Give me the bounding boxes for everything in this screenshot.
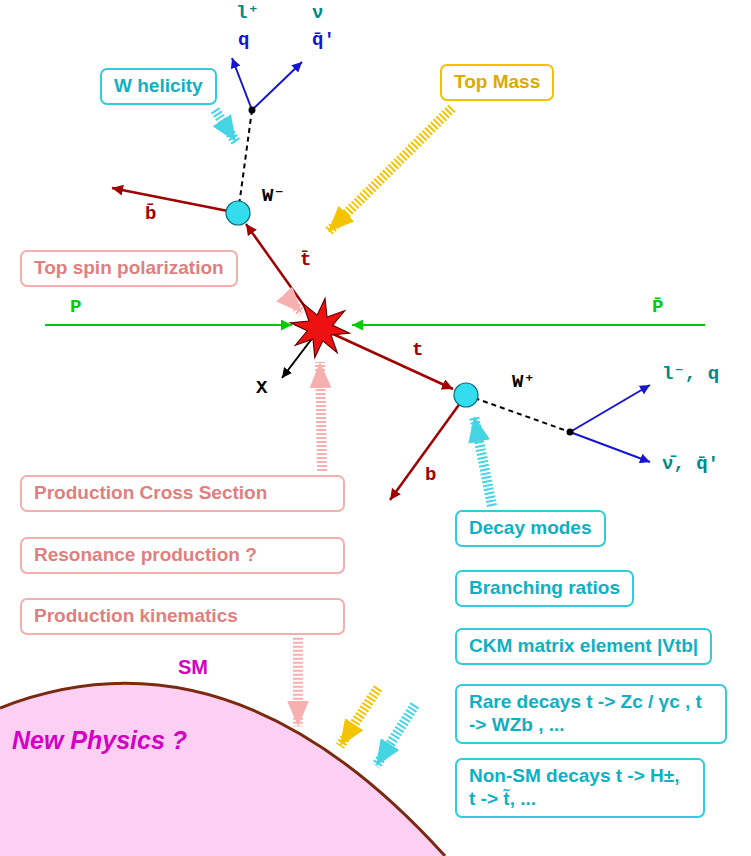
fermion-line: [570, 432, 650, 462]
measurement-box: Decay modes: [455, 510, 606, 547]
box-label: Non-SM decays t -> H±, t -> t̃, ...: [469, 765, 691, 811]
beam-line: [352, 324, 705, 326]
region-label: New Physics ?: [12, 726, 187, 755]
box-label: Top Mass: [454, 71, 540, 94]
particle-label: t̄: [300, 250, 311, 272]
particle-label: P̄: [652, 297, 663, 319]
particle-label: t: [412, 340, 423, 362]
particle-label: ν̄, q̄′: [662, 454, 719, 476]
box-label: Branching ratios: [469, 577, 620, 600]
measurement-box: Resonance production ?: [20, 537, 345, 574]
pointer-arrow: [293, 638, 303, 727]
particle-label: q: [238, 30, 249, 52]
pointer-arrow: [288, 298, 302, 313]
particle-label: l⁻, q: [662, 364, 719, 386]
box-label: Rare decays t -> Zc / γc , t -> WZb , ..…: [469, 691, 713, 737]
particle-label: W⁺: [512, 372, 535, 394]
pointer-arrow: [320, 362, 322, 471]
quark-line: [320, 328, 453, 389]
region-label: SM: [178, 656, 208, 679]
box-label: Production kinematics: [34, 605, 331, 628]
pointer-arrow: [376, 705, 415, 766]
physics-region: SM New Physics ?: [0, 648, 445, 856]
measurement-box: Production kinematics: [20, 598, 345, 635]
box-label: Decay modes: [469, 517, 592, 540]
particle-label: P: [70, 297, 81, 319]
pointer-arrow: [474, 416, 492, 506]
vertex-dot: [249, 107, 256, 114]
measurement-box: Rare decays t -> Zc / γc , t -> WZb , ..…: [455, 684, 727, 744]
collision-star: [291, 299, 350, 358]
box-label: W helicity: [114, 75, 203, 98]
w-boson-line: [466, 395, 570, 432]
w-boson-line: [238, 110, 252, 213]
particle-label: b: [425, 465, 436, 487]
sm-boundary: [0, 683, 445, 856]
fermion-line: [252, 62, 302, 110]
region-fill: [0, 683, 445, 856]
particle-label: W⁻: [262, 186, 285, 208]
box-label: CKM matrix element |Vtb|: [469, 635, 698, 658]
measurement-box: Production Cross Section: [20, 475, 345, 512]
pointer-arrow: [340, 688, 378, 746]
particle-label: X: [256, 378, 267, 400]
quark-line: [390, 395, 466, 500]
pointer-arrow: [328, 108, 452, 232]
beam-line: [45, 324, 292, 326]
pointer-arrow: [215, 110, 236, 142]
particle-label: q̄′: [312, 30, 335, 52]
fermion-line: [570, 385, 650, 432]
measurement-box: Top Mass: [440, 64, 554, 101]
particle-label: ν: [312, 3, 323, 25]
box-label: Production Cross Section: [34, 482, 331, 505]
measurement-box: CKM matrix element |Vtb|: [455, 628, 712, 665]
box-label: Top spin polarization: [34, 257, 224, 280]
measurement-box: Top spin polarization: [20, 250, 238, 287]
particle-label: l⁺: [236, 3, 259, 25]
box-label: Resonance production ?: [34, 544, 331, 567]
vertex-dot: [567, 429, 574, 436]
measurement-box: Branching ratios: [455, 570, 634, 607]
decay-vertex: [226, 201, 250, 225]
particle-label: b̄: [145, 204, 156, 226]
measurement-box: Non-SM decays t -> H±, t -> t̃, ...: [455, 758, 705, 818]
decay-vertex: [454, 383, 478, 407]
quark-line: [112, 188, 238, 213]
fermion-line: [232, 58, 252, 110]
measurement-box: W helicity: [100, 68, 217, 105]
